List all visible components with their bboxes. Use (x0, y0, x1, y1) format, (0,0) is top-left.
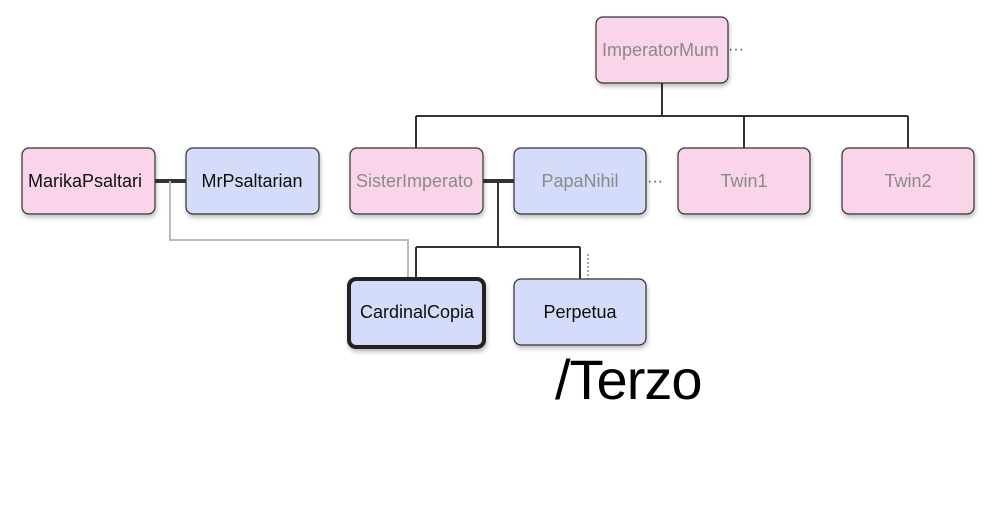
node-label: CardinalCopia (360, 302, 475, 322)
node-twin1[interactable]: Twin1 (677, 147, 811, 215)
node-mr-psaltarian[interactable]: MrPsaltarian (185, 147, 320, 215)
more-indicator-icon[interactable]: ··· (728, 41, 744, 58)
node-label: Twin2 (884, 171, 931, 191)
node-sister-imperator[interactable]: SisterImperato (349, 147, 484, 215)
node-perpetua[interactable]: Perpetua (513, 278, 647, 346)
node-imperator-mum[interactable]: ImperatorMum (595, 16, 729, 84)
connector-lines (155, 83, 909, 280)
node-label: MarikaPsaltari (28, 171, 142, 191)
node-label: Twin1 (720, 171, 767, 191)
imperator-mum-children-connector (415, 83, 909, 148)
sister-papa-children-connector (415, 181, 581, 280)
caption-text: /Terzo (555, 348, 702, 411)
node-papa-nihil[interactable]: PapaNihil (513, 147, 647, 215)
node-cardinal-copia[interactable]: CardinalCopia (347, 277, 486, 349)
node-label: SisterImperato (356, 171, 473, 191)
node-label: MrPsaltarian (201, 171, 302, 191)
node-label: PapaNihil (541, 171, 618, 191)
node-label: Perpetua (543, 302, 617, 322)
node-label: ImperatorMum (602, 40, 719, 60)
marika-copia-parent-connector (169, 181, 409, 280)
more-indicator-icon[interactable]: ··· (647, 173, 663, 190)
node-marika-psaltarian[interactable]: MarikaPsaltari (21, 147, 156, 215)
node-twin2[interactable]: Twin2 (841, 147, 975, 215)
